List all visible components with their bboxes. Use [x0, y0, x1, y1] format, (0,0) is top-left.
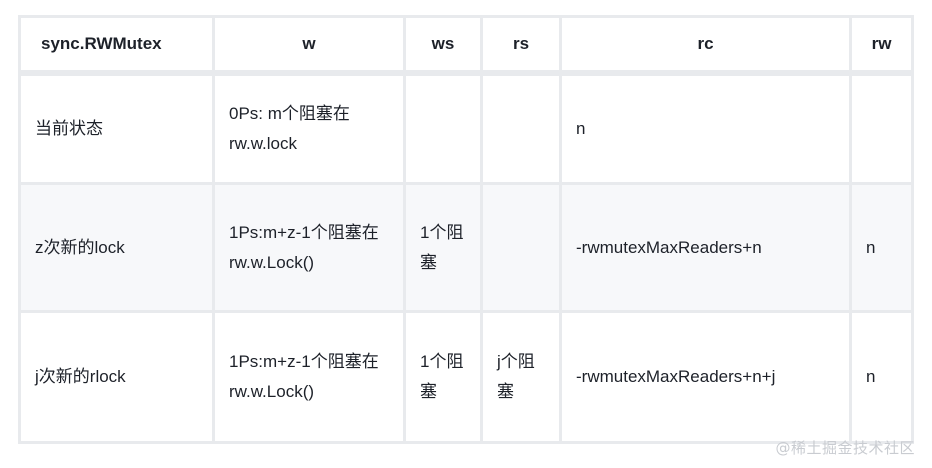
cell-state-label: z次新的lock [18, 185, 215, 313]
column-header-rw: rw [852, 15, 914, 73]
column-header-ws: ws [406, 15, 483, 73]
cell-rc: n [562, 73, 852, 185]
rwmutex-state-table: sync.RWMutex w ws rs rc rw 当前状态 0Ps: m个阻… [18, 15, 914, 444]
cell-rc: -rwmutexMaxReaders+n [562, 185, 852, 313]
column-header-rc: rc [562, 15, 852, 73]
table-row: 当前状态 0Ps: m个阻塞在rw.w.lock n [18, 73, 914, 185]
cell-rw: n [852, 313, 914, 444]
cell-state-label: 当前状态 [18, 73, 215, 185]
cell-w: 0Ps: m个阻塞在rw.w.lock [215, 73, 406, 185]
cell-w: 1Ps:m+z-1个阻塞在 rw.w.Lock() [215, 313, 406, 444]
cell-rc: -rwmutexMaxReaders+n+j [562, 313, 852, 444]
column-header-w: w [215, 15, 406, 73]
cell-ws [406, 73, 483, 185]
cell-rw: n [852, 185, 914, 313]
watermark: @稀土掘金技术社区 [775, 439, 915, 457]
table-container: sync.RWMutex w ws rs rc rw 当前状态 0Ps: m个阻… [18, 15, 914, 444]
table-header-row: sync.RWMutex w ws rs rc rw [18, 15, 914, 73]
cell-rs [483, 73, 562, 185]
column-header-rs: rs [483, 15, 562, 73]
table-row: j次新的rlock 1Ps:m+z-1个阻塞在 rw.w.Lock() 1个阻塞… [18, 313, 914, 444]
cell-w: 1Ps:m+z-1个阻塞在 rw.w.Lock() [215, 185, 406, 313]
cell-rs [483, 185, 562, 313]
column-header-label: sync.RWMutex [18, 15, 215, 73]
cell-state-label: j次新的rlock [18, 313, 215, 444]
table-header: sync.RWMutex w ws rs rc rw [18, 15, 914, 73]
cell-rw [852, 73, 914, 185]
cell-ws: 1个阻塞 [406, 185, 483, 313]
cell-rs: j个阻塞 [483, 313, 562, 444]
table-body: 当前状态 0Ps: m个阻塞在rw.w.lock n z次新的lock 1Ps:… [18, 73, 914, 444]
cell-ws: 1个阻塞 [406, 313, 483, 444]
table-row: z次新的lock 1Ps:m+z-1个阻塞在 rw.w.Lock() 1个阻塞 … [18, 185, 914, 313]
